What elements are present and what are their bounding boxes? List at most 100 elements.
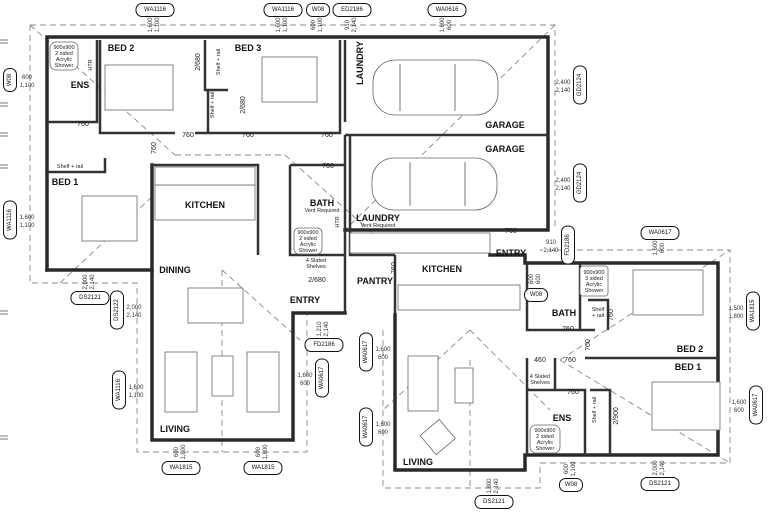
shelf-rail-bed1: Shelf + rail: [57, 164, 83, 170]
tag-dimension: 2,140: [126, 313, 142, 319]
tag-code: WA0617: [363, 340, 369, 363]
room-laundry-top: LAUNDRY: [355, 41, 365, 85]
bed-unit2-bed2: [632, 269, 704, 316]
htr-bath: HTR: [335, 216, 341, 227]
tag-code: GD2124: [577, 73, 583, 96]
tag-dimension: 1,100: [19, 83, 35, 89]
car-top: [372, 59, 499, 116]
tag-code: WA0616: [436, 7, 459, 13]
room-bath: BATH: [310, 198, 334, 208]
tag-code: W08: [565, 482, 578, 488]
door-ens: 760: [77, 121, 89, 128]
tag-dimension: 1,500: [728, 306, 744, 312]
tag-dimension: 1,100: [128, 393, 144, 399]
shower-ens: [49, 41, 79, 71]
tag-dimension: 600: [378, 430, 389, 436]
tag-outline: [315, 358, 329, 398]
tag-outline: [640, 226, 680, 240]
tag-dimension: 2,000: [126, 305, 142, 311]
tag-outline: [161, 461, 201, 475]
tag-outline: [749, 385, 763, 425]
bath-vent-note: Vent Required: [305, 208, 340, 214]
room-entry: ENTRY: [290, 295, 320, 305]
tag-dimension: 600: [378, 355, 389, 361]
tag-code: WA0617: [649, 230, 672, 236]
laundry-bench: [349, 232, 491, 254]
tag-code: DS2121: [483, 499, 505, 505]
tag-outline: [112, 370, 126, 410]
bed-bed1: [81, 195, 138, 242]
tag-code: W08: [312, 7, 325, 13]
tag-dimension: 2,140: [555, 186, 571, 192]
tag-code: W08: [7, 73, 13, 86]
room-bed1: BED 1: [52, 177, 79, 187]
tag-dimension: 1,600: [276, 17, 282, 33]
shower-bath2: [579, 265, 609, 297]
tag-outline: [640, 477, 680, 491]
tag-dimension: 1,600: [375, 422, 391, 428]
tag-dimension: 600: [447, 19, 453, 30]
door-bed3-robe: 2/680: [240, 96, 247, 114]
tag-outline: [524, 288, 548, 302]
room-bed3: BED 3: [235, 43, 262, 53]
tag-dimension: 1,600: [653, 240, 659, 256]
tag-dimension: 1,800: [728, 314, 744, 320]
tag-code: WA1116: [272, 7, 295, 13]
tag-dimension: 2,140: [352, 17, 358, 33]
door-garage-entry: 760: [505, 228, 517, 235]
coffee-table-unit2: [454, 367, 474, 404]
door-bath2: 760: [562, 326, 574, 333]
tag-outline: [3, 200, 17, 240]
tag-dimension: 2,140: [543, 248, 559, 254]
tag-code: WA1815: [170, 465, 193, 471]
door-pantry: 760: [391, 262, 398, 274]
tag-dimension: 1,600: [128, 385, 144, 391]
room-kitchen: KITCHEN: [185, 200, 225, 210]
room-dining: DINING: [159, 265, 191, 275]
bed-unit2-bed1: [651, 381, 721, 431]
tag-dimension: 1,800: [181, 444, 187, 460]
tag-outline: [427, 3, 467, 17]
door-bath2-robe: 760: [608, 309, 615, 321]
door-bed1-robe-unit2: 2/900: [613, 407, 620, 425]
margin-ticks: [0, 39, 8, 440]
tag-dimension: 600: [529, 273, 535, 284]
room-living: LIVING: [160, 424, 190, 434]
door-bed3: 760: [242, 132, 254, 139]
shelf-rail-bed3: Shelf + rail: [210, 92, 216, 118]
door-entry-cupboard: 2/680: [308, 277, 326, 284]
tag-code: W08: [530, 292, 543, 298]
tag-dimension: 1,600: [440, 17, 446, 33]
tag-code: WA1116: [144, 7, 167, 13]
tag-dimension: 910: [345, 19, 351, 30]
tag-outline: [306, 3, 330, 17]
tag-dimension: 2,000: [83, 274, 89, 290]
tag-dimension: 600: [564, 463, 570, 474]
door-bed1: 760: [151, 142, 158, 154]
kitchen-bench: [154, 166, 256, 186]
tag-dimension: 1,100: [318, 17, 324, 33]
furniture: [49, 41, 721, 456]
room-kitchen2: KITCHEN: [422, 264, 462, 274]
tag-dimension: 2,140: [494, 478, 500, 494]
htr-ens: HTR: [88, 59, 94, 70]
tag-outline: [561, 225, 575, 265]
tag-dimension: 1,600: [148, 17, 154, 33]
